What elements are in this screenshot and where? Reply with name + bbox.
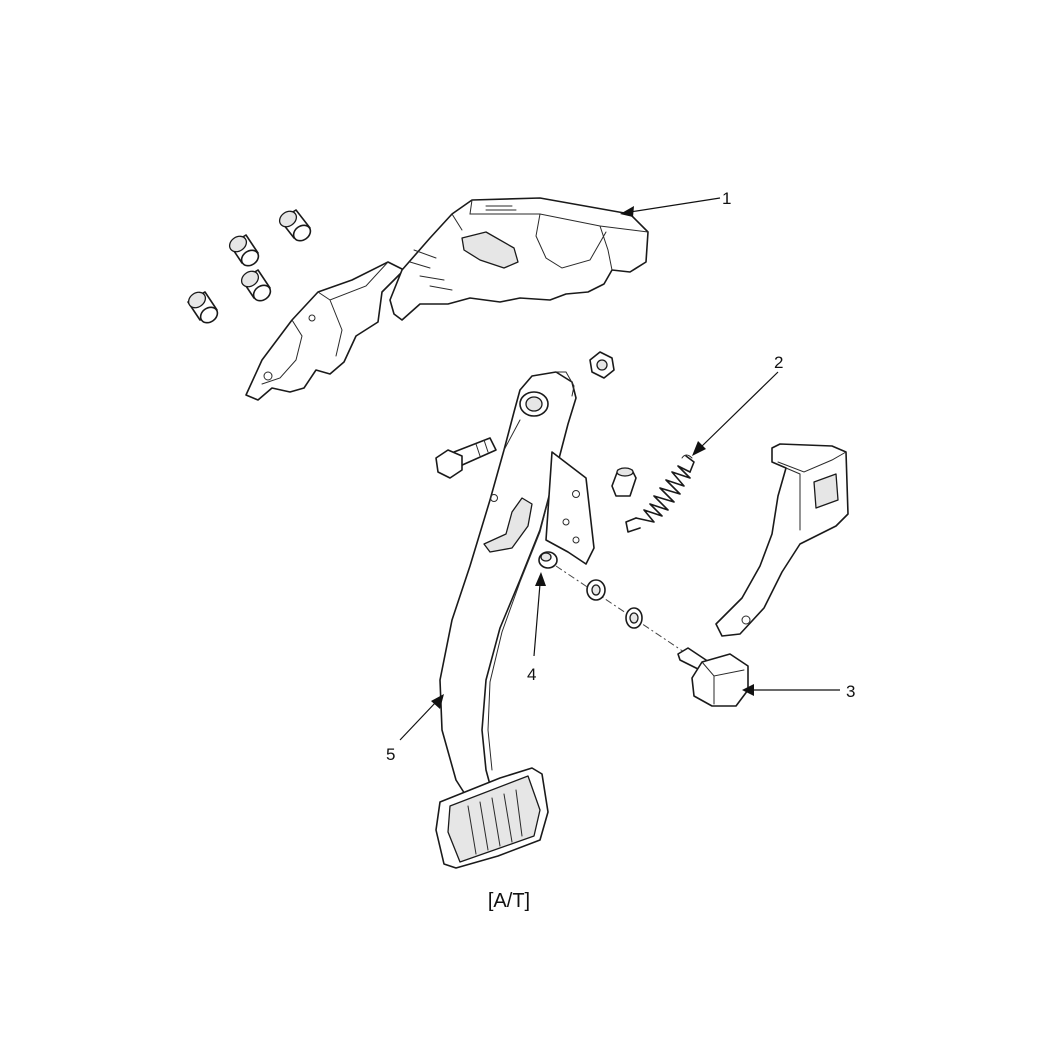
pivot-bolt	[435, 437, 497, 479]
mounting-bracket-left	[245, 261, 405, 401]
callout-4: 4	[527, 665, 536, 684]
bushing	[278, 209, 312, 242]
collar	[611, 467, 637, 497]
pedal-member-bracket	[389, 197, 649, 321]
diagram-caption: [A/T]	[488, 890, 530, 912]
callout-1: 1	[722, 189, 731, 208]
callout-2: 2	[774, 353, 783, 372]
pedal-pad	[435, 767, 549, 869]
leader-lines	[399, 197, 840, 741]
callout-3: 3	[846, 682, 855, 701]
brake-pedal-arm	[439, 371, 595, 803]
bushing	[187, 291, 219, 324]
leader-5	[399, 694, 444, 741]
leader-4	[533, 572, 546, 657]
leader-3	[742, 684, 840, 696]
washer	[586, 579, 606, 601]
switch-bracket	[715, 443, 849, 637]
callout-5: 5	[386, 745, 395, 764]
return-spring	[625, 454, 695, 533]
bushing	[240, 269, 272, 302]
bushing	[228, 234, 260, 267]
leader-2	[692, 371, 779, 456]
pivot-nut	[589, 351, 615, 379]
clevis-pin	[538, 551, 558, 569]
stop-lamp-switch	[677, 647, 749, 707]
washers	[555, 565, 691, 657]
leader-1	[620, 197, 721, 217]
washer	[625, 607, 643, 629]
bushing-set	[187, 209, 312, 324]
